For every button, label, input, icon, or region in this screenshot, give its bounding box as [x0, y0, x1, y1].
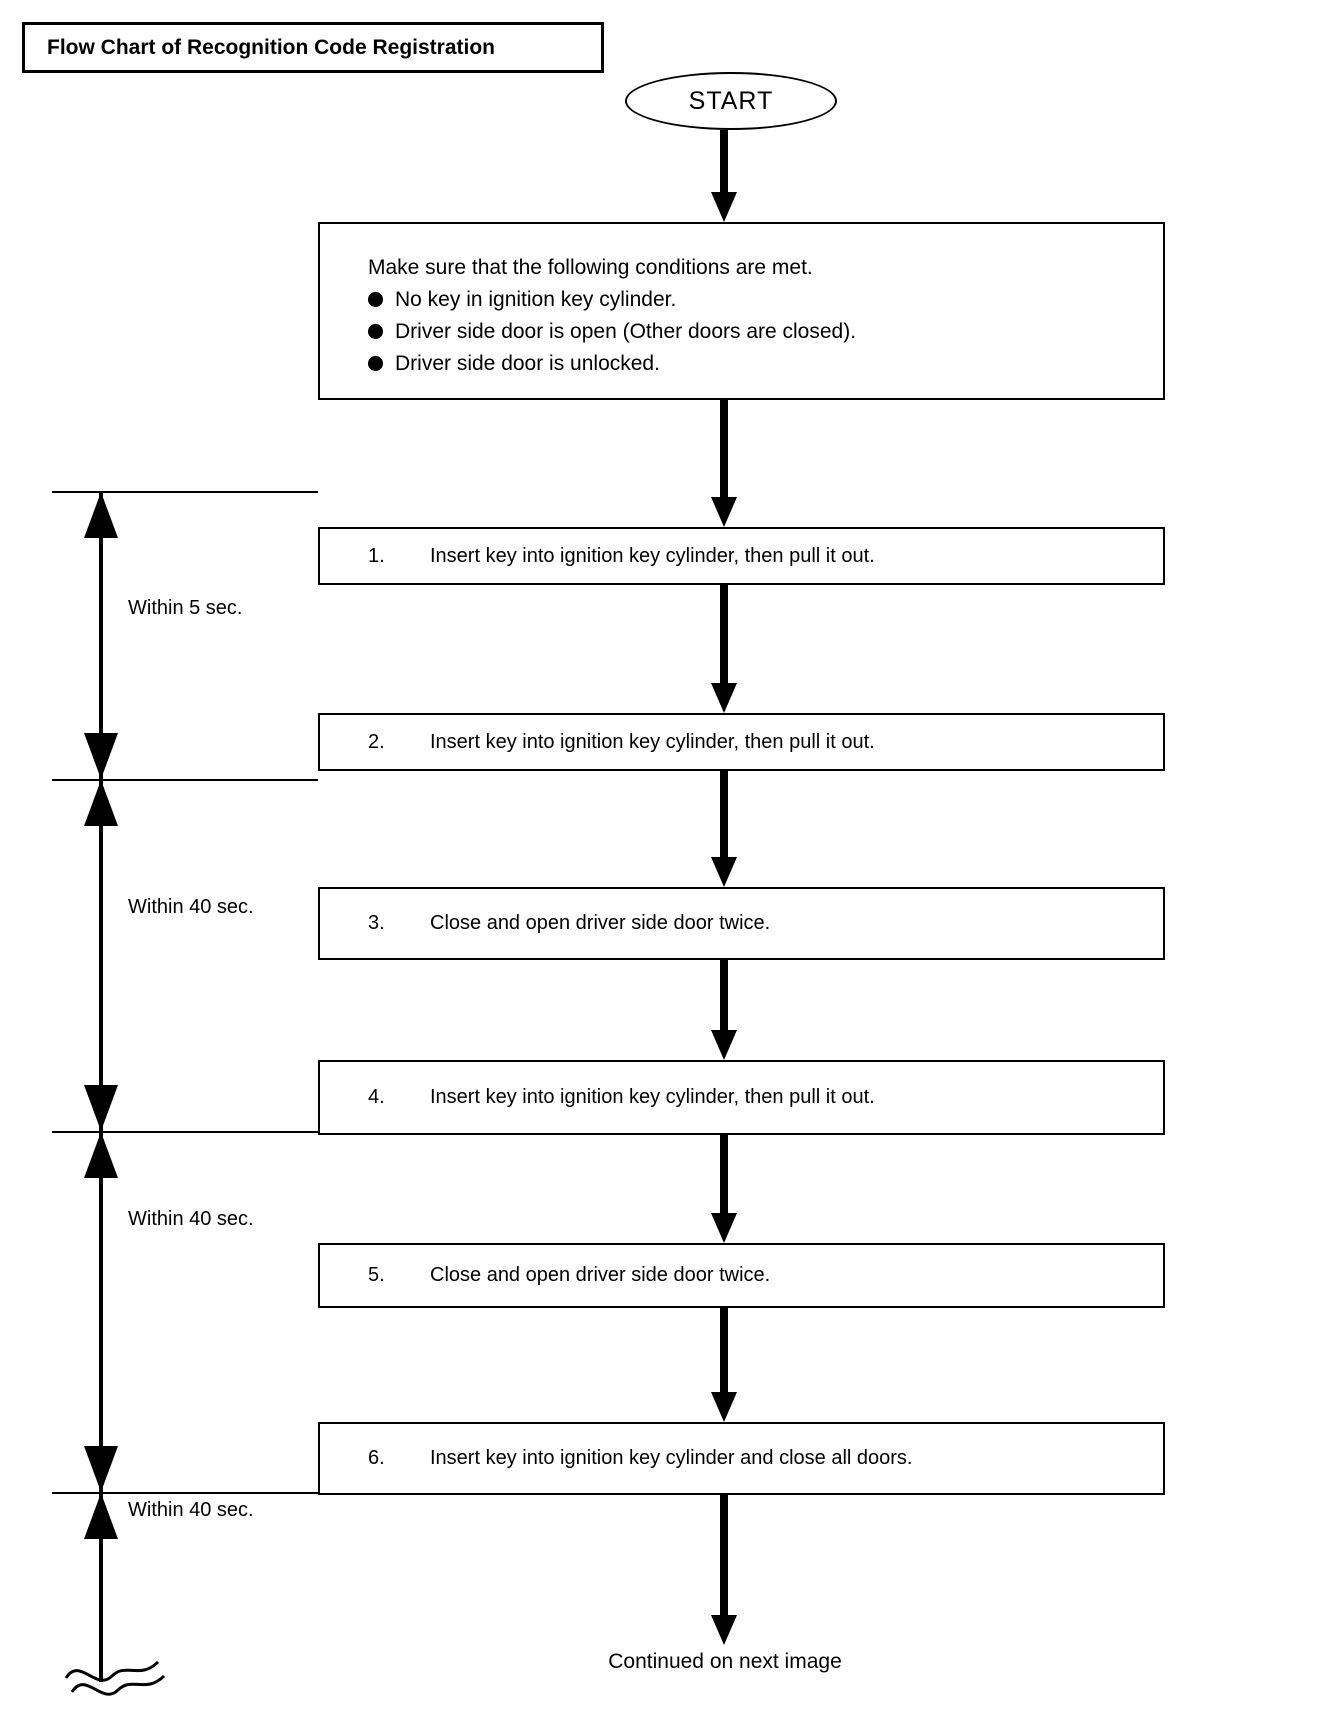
- timing-tick-line-top: [52, 491, 318, 493]
- timing-label-4: Within 40 sec.: [128, 1499, 254, 1521]
- step-text-5: Close and open driver side door twice.: [430, 1264, 771, 1286]
- step-text-2: Insert key into ignition key cylinder, t…: [430, 730, 875, 753]
- step-text-4: Insert key into ignition key cylinder, t…: [430, 1086, 875, 1108]
- flow-arrow-step-6-to-continued: [711, 1495, 737, 1645]
- bullet-dot-icon: [368, 324, 383, 339]
- timing-label-1: Within 5 sec.: [128, 597, 243, 619]
- timing-label-3: Within 40 sec.: [128, 1208, 254, 1230]
- bullet-dot-icon: [368, 356, 383, 371]
- step-number-3: 3.: [368, 912, 385, 934]
- flow-arrow-step-1-to-step-2: [711, 585, 737, 713]
- timing-arrow-down-3: [84, 1446, 118, 1492]
- step-box-3: 3. Close and open driver side door twice…: [318, 887, 1165, 960]
- step-text-3: Close and open driver side door twice.: [430, 912, 771, 934]
- flow-arrow-step-4-to-step-5: [711, 1135, 737, 1243]
- timing-tick-line-2: [52, 1131, 318, 1133]
- step-text-6: Insert key into ignition key cylinder an…: [430, 1447, 913, 1469]
- flow-arrow-step-3-to-step-4: [711, 960, 737, 1060]
- condition-item-1-label: No key in ignition key cylinder.: [395, 288, 677, 311]
- timing-arrow-up-1: [84, 492, 118, 538]
- flow-arrow-step-5-to-step-6: [711, 1308, 737, 1422]
- step-number-1: 1.: [368, 544, 385, 567]
- condition-item-3: Driver side door is unlocked.: [368, 348, 1163, 380]
- step-box-2: 2. Insert key into ignition key cylinder…: [318, 713, 1165, 771]
- step-number-5: 5.: [368, 1264, 385, 1286]
- conditions-box: Make sure that the following conditions …: [318, 222, 1165, 400]
- page-break-squiggle-icon: [64, 1660, 166, 1696]
- timing-arrow-up-3: [84, 1132, 118, 1178]
- flow-arrow-start-to-conditions: [711, 130, 737, 222]
- bullet-dot-icon: [368, 292, 383, 307]
- step-number-2: 2.: [368, 730, 385, 753]
- start-label: START: [688, 86, 774, 115]
- flow-arrow-step-2-to-step-3: [711, 771, 737, 887]
- timing-arrow-up-2: [84, 780, 118, 826]
- step-box-1: 1. Insert key into ignition key cylinder…: [318, 527, 1165, 585]
- timing-label-2: Within 40 sec.: [128, 896, 254, 918]
- condition-item-1: No key in ignition key cylinder.: [368, 284, 1163, 316]
- start-terminator: START: [625, 72, 837, 130]
- timing-arrow-down-2: [84, 1085, 118, 1131]
- step-box-6: 6. Insert key into ignition key cylinder…: [318, 1422, 1165, 1495]
- step-number-6: 6.: [368, 1447, 385, 1469]
- condition-item-2-label: Driver side door is open (Other doors ar…: [395, 320, 857, 343]
- flow-arrow-conditions-to-step-1: [711, 400, 737, 527]
- condition-item-3-label: Driver side door is unlocked.: [395, 352, 660, 375]
- timing-tick-line-3: [52, 1492, 318, 1494]
- conditions-heading: Make sure that the following conditions …: [368, 256, 813, 279]
- continued-caption: Continued on next image: [608, 1650, 842, 1673]
- timing-arrow-down-1: [84, 733, 118, 779]
- chart-title-box: Flow Chart of Recognition Code Registrat…: [22, 22, 604, 73]
- step-box-4: 4. Insert key into ignition key cylinder…: [318, 1060, 1165, 1135]
- timing-arrow-up-4: [84, 1493, 118, 1539]
- step-box-5: 5. Close and open driver side door twice…: [318, 1243, 1165, 1308]
- step-text-1: Insert key into ignition key cylinder, t…: [430, 544, 875, 567]
- page-title: Flow Chart of Recognition Code Registrat…: [47, 35, 495, 59]
- timing-tick-line-1: [52, 779, 318, 781]
- condition-item-2: Driver side door is open (Other doors ar…: [368, 316, 1163, 348]
- step-number-4: 4.: [368, 1086, 385, 1108]
